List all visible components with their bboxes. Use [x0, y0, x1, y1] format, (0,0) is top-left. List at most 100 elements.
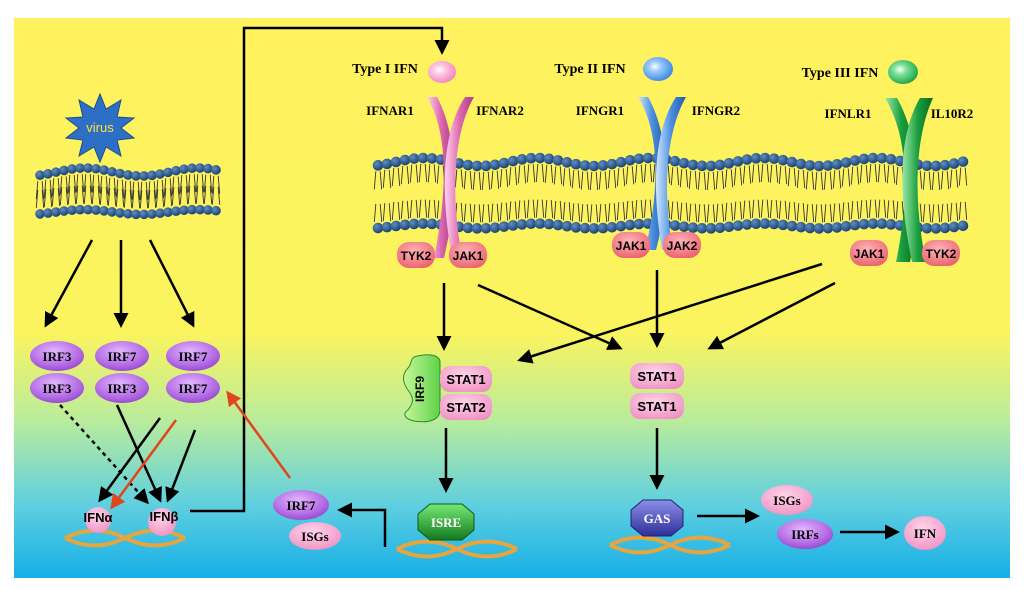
lipid-tail	[211, 175, 215, 194]
lipid-tail	[217, 175, 221, 194]
lipid-tail	[892, 200, 896, 219]
lipid-tail	[73, 174, 77, 194]
irf3-label: IRF3	[43, 349, 72, 364]
lipid-head	[179, 164, 189, 174]
lipid-tail	[211, 186, 215, 205]
lipid-head	[75, 163, 85, 173]
lipid-tail	[607, 203, 611, 222]
lipid-head	[471, 160, 483, 172]
lipid-tail	[382, 169, 386, 188]
lipid-tail	[155, 189, 159, 208]
lipid-tail	[177, 187, 181, 206]
lipid-tail	[57, 178, 61, 197]
lipid-tail	[769, 199, 773, 219]
type3-ifn-title: Type III IFN	[802, 66, 879, 81]
lipid-tail	[43, 179, 47, 198]
lipid-head	[211, 165, 221, 175]
isre-products: IRF7 ISGs	[273, 490, 341, 550]
lipid-tail	[679, 169, 683, 188]
lipid-head	[741, 154, 753, 165]
lipid-head	[831, 159, 843, 170]
tyk2-label: TYK2	[401, 249, 432, 263]
lipid-tail	[469, 203, 473, 222]
lipid-tail	[724, 169, 728, 188]
lipid-tail	[919, 170, 923, 189]
lipid-tail	[895, 201, 899, 220]
lipid-head	[516, 154, 528, 165]
dna-gas	[609, 535, 731, 555]
lipid-head	[203, 205, 213, 215]
lipid-tail	[535, 199, 539, 218]
lipid-tail	[541, 199, 545, 218]
lipid-head	[390, 156, 402, 168]
lipid-head	[489, 159, 501, 171]
lipid-tail	[89, 185, 93, 204]
lipid-tail	[145, 190, 149, 209]
lipid-tail	[83, 185, 87, 204]
lipid-tail	[532, 199, 536, 218]
lipid-head	[417, 218, 429, 229]
lipid-head	[633, 218, 645, 230]
lipid-tail	[388, 203, 392, 222]
lipid-head	[930, 223, 942, 234]
lipid-head	[67, 164, 77, 174]
lipid-tail	[931, 171, 935, 190]
lipid-tail	[195, 185, 199, 204]
lipid-head	[147, 170, 157, 181]
arrow-isre-to-products	[337, 502, 387, 547]
lipid-head	[822, 160, 834, 171]
lipid-head	[696, 160, 708, 172]
ifn-product	[904, 516, 946, 550]
lipid-head	[804, 222, 816, 234]
lipid-head	[91, 163, 101, 174]
lipid-head	[894, 155, 906, 167]
lipid-tail	[694, 203, 698, 222]
lipid-tail	[559, 200, 563, 220]
lipid-head	[462, 159, 474, 171]
lipid-tail	[730, 169, 734, 188]
type2-ifn-title: Type II IFN	[554, 62, 625, 77]
irf3-label: IRF3	[43, 381, 72, 396]
lipid-head	[750, 153, 762, 164]
lipid-tail	[433, 164, 437, 183]
irf-dimer-3: IRF7 IRF7	[166, 341, 220, 403]
lipid-tail	[652, 164, 656, 183]
lipid-tail	[107, 177, 111, 196]
lipid-head	[885, 219, 897, 230]
lipid-tail	[937, 171, 941, 190]
lipid-head	[714, 159, 726, 171]
lipid-tail	[382, 203, 386, 222]
lipid-tail	[171, 187, 175, 206]
lipid-tail	[643, 163, 647, 183]
lipid-tail	[496, 203, 500, 222]
lipid-tail	[460, 202, 464, 221]
isgs-product-gas	[761, 485, 813, 515]
lipid-tail	[544, 200, 548, 219]
virus-star-shape	[64, 92, 136, 164]
lipid-tail	[892, 165, 896, 184]
jak1-label: JAK1	[453, 249, 484, 263]
lipid-tail	[163, 188, 167, 207]
lipid-tail	[946, 171, 950, 190]
lipid-tail	[400, 200, 404, 219]
virus-label: virus	[86, 120, 114, 135]
lipid-head	[957, 156, 969, 167]
lipid-tail	[955, 202, 959, 221]
lipid-tail	[379, 203, 383, 223]
lipid-tail	[838, 170, 842, 189]
lipid-tail	[940, 203, 944, 222]
lipid-tail	[847, 168, 851, 187]
lipid-tail	[463, 203, 467, 222]
dna-isre	[396, 539, 518, 559]
lipid-head	[795, 158, 807, 170]
dotted-arrow-irf3-to-ifnb	[59, 404, 150, 505]
lipid-tail	[883, 164, 887, 183]
lipid-tail	[81, 174, 85, 193]
lipid-tail	[544, 164, 548, 183]
il10r2-label: IL10R2	[931, 106, 974, 121]
lipid-tail	[418, 199, 422, 218]
lipid-head	[35, 209, 45, 219]
lipid-tail	[883, 199, 887, 218]
lipid-head	[195, 163, 205, 173]
